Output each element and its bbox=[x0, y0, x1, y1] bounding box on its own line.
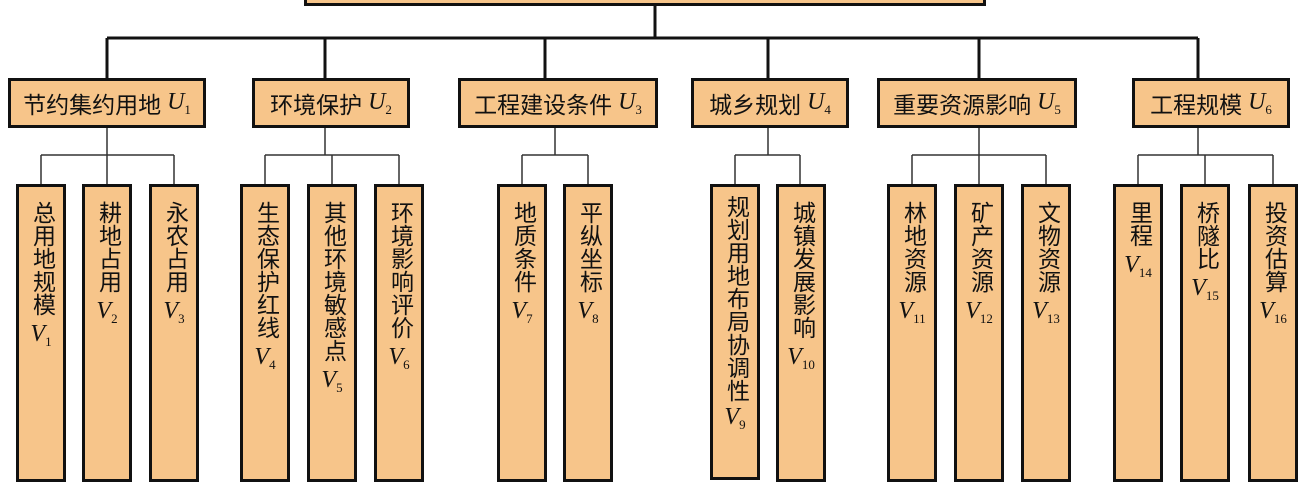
indicator-label: 投资估算 bbox=[1260, 201, 1287, 293]
indicator-label: 桥隧比 bbox=[1192, 201, 1219, 270]
indicator-label: 规划用地布局协调性 bbox=[722, 195, 749, 402]
indicator-label: 城镇发展影响 bbox=[788, 201, 815, 339]
indicator-label: 耕地占用 bbox=[94, 201, 121, 293]
category-code: U3 bbox=[618, 88, 642, 117]
indicator-label: 总用地规模 bbox=[28, 201, 55, 316]
indicator-label: 文物资源 bbox=[1033, 201, 1060, 293]
category-code: U5 bbox=[1037, 88, 1061, 117]
category-u3: 工程建设条件 U3 bbox=[458, 78, 658, 128]
indicator-v11: 林地资源 V11 bbox=[887, 184, 937, 482]
indicator-v10: 城镇发展影响 V10 bbox=[776, 184, 826, 482]
indicator-v13: 文物资源 V13 bbox=[1021, 184, 1071, 482]
indicator-v9: 规划用地布局协调性 V9 bbox=[710, 184, 760, 480]
indicator-label: 矿产资源 bbox=[966, 201, 993, 293]
category-u1: 节约集约用地 U1 bbox=[8, 78, 206, 128]
category-u5: 重要资源影响 U5 bbox=[877, 78, 1077, 128]
indicator-label: 里程 bbox=[1125, 201, 1152, 247]
root-node bbox=[304, 0, 986, 6]
indicator-v1: 总用地规模 V1 bbox=[16, 184, 66, 482]
indicator-code: V4 bbox=[254, 344, 276, 373]
category-u2: 环境保护 U2 bbox=[252, 78, 410, 128]
indicator-code: V11 bbox=[898, 298, 926, 327]
indicator-label: 林地资源 bbox=[899, 201, 926, 293]
category-u6: 工程规模 U6 bbox=[1132, 78, 1290, 128]
category-label: 节约集约用地 bbox=[23, 93, 162, 119]
indicator-code: V1 bbox=[30, 321, 52, 350]
indicator-v2: 耕地占用 V2 bbox=[82, 184, 132, 482]
indicator-v8: 平纵坐标 V8 bbox=[563, 184, 613, 482]
indicator-v15: 桥隧比 V15 bbox=[1180, 184, 1230, 482]
category-code: U6 bbox=[1248, 88, 1272, 117]
category-label: 工程建设条件 bbox=[474, 93, 613, 119]
indicator-code: V15 bbox=[1191, 275, 1219, 304]
indicator-code: V14 bbox=[1124, 252, 1152, 281]
indicator-code: V12 bbox=[965, 298, 993, 327]
category-label: 城乡规划 bbox=[709, 93, 802, 119]
indicator-label: 平纵坐标 bbox=[575, 201, 602, 293]
category-label: 环境保护 bbox=[270, 93, 363, 119]
indicator-code: V5 bbox=[321, 367, 343, 396]
category-code: U1 bbox=[167, 88, 191, 117]
indicator-code: V9 bbox=[724, 404, 746, 432]
category-label: 重要资源影响 bbox=[893, 93, 1032, 119]
indicator-code: V8 bbox=[577, 298, 599, 327]
indicator-code: V10 bbox=[787, 344, 815, 373]
indicator-v5: 其他环境敏感点 V5 bbox=[307, 184, 357, 482]
indicator-label: 地质条件 bbox=[509, 201, 536, 293]
indicator-v7: 地质条件 V7 bbox=[497, 184, 547, 482]
indicator-v12: 矿产资源 V12 bbox=[954, 184, 1004, 482]
indicator-code: V13 bbox=[1032, 298, 1060, 327]
indicator-v6: 环境影响评价 V6 bbox=[374, 184, 424, 482]
category-label: 工程规模 bbox=[1150, 93, 1243, 119]
indicator-v4: 生态保护红线 V4 bbox=[240, 184, 290, 482]
indicator-label: 其他环境敏感点 bbox=[319, 201, 346, 362]
indicator-v16: 投资估算 V16 bbox=[1248, 184, 1298, 482]
indicator-code: V7 bbox=[511, 298, 533, 327]
indicator-v3: 永农占用 V3 bbox=[149, 184, 199, 482]
indicator-label: 生态保护红线 bbox=[252, 201, 279, 339]
indicator-v14: 里程 V14 bbox=[1113, 184, 1163, 482]
indicator-code: V2 bbox=[96, 298, 118, 327]
category-code: U4 bbox=[807, 88, 831, 117]
indicator-code: V6 bbox=[388, 344, 410, 373]
indicator-label: 永农占用 bbox=[161, 201, 188, 293]
category-code: U2 bbox=[368, 88, 392, 117]
indicator-code: V16 bbox=[1259, 298, 1287, 327]
category-u4: 城乡规划 U4 bbox=[691, 78, 849, 128]
indicator-label: 环境影响评价 bbox=[386, 201, 413, 339]
indicator-code: V3 bbox=[163, 298, 185, 327]
